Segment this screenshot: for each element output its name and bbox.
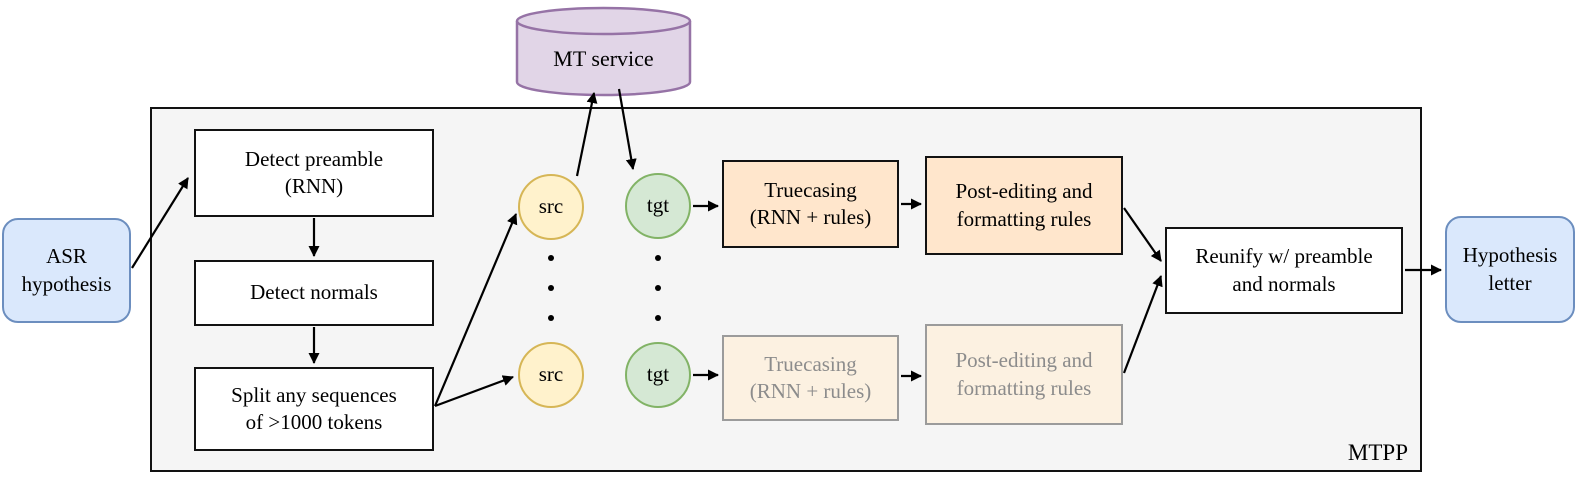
truecasing-node: Truecasing (RNN + rules) (722, 160, 899, 248)
hypothesis-letter-node: Hypothesis letter (1445, 216, 1575, 323)
tgt-circle-bottom: tgt (625, 342, 691, 408)
mt-service-cylinder: MT service (515, 6, 692, 97)
cylinder-body (515, 21, 692, 97)
cylinder-top (515, 6, 692, 36)
mt-service-label: MT service (553, 46, 653, 71)
src-circle-bottom: src (518, 342, 584, 408)
reunify-node: Reunify w/ preamble and normals (1165, 227, 1403, 314)
detect-normals-node: Detect normals (194, 260, 434, 326)
truecasing-node-faded: Truecasing (RNN + rules) (722, 335, 899, 421)
detect-preamble-node: Detect preamble (RNN) (194, 129, 434, 217)
split-sequences-node: Split any sequences of >1000 tokens (194, 367, 434, 451)
tgt-circle-top: tgt (625, 173, 691, 239)
postediting-node: Post-editing and formatting rules (925, 156, 1123, 255)
asr-hypothesis-node: ASR hypothesis (2, 218, 131, 323)
src-circle-top: src (518, 174, 584, 240)
mtpp-container-label: MTPP (1347, 440, 1408, 465)
postediting-node-faded: Post-editing and formatting rules (925, 324, 1123, 425)
